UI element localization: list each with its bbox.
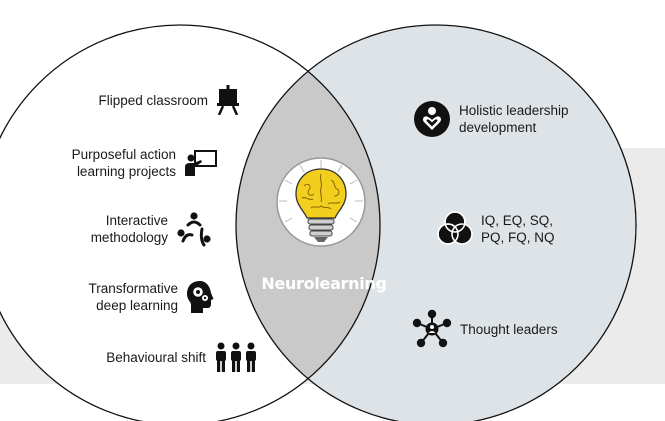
right-item-intelligences: IQ, EQ, SQ, PQ, FQ, NQ: [437, 209, 607, 249]
item-label-line-1: Transformative: [88, 281, 178, 296]
overlap-region: [236, 25, 380, 421]
right-item-thought-leaders: Thought leaders: [412, 309, 612, 349]
item-label-line-1: Interactive: [105, 213, 168, 228]
right-item-holistic-leadership: Holistic leadership development: [413, 98, 613, 140]
item-label-line-2: learning projects: [76, 164, 176, 179]
center-label: Neurolearning: [261, 274, 387, 293]
right-circle-outline: [235, 24, 637, 421]
presenter-board-icon: [184, 149, 218, 177]
left-circle-outline: [0, 24, 381, 421]
item-label-line-2: PQ, FQ, NQ: [481, 230, 555, 245]
easel-icon: [216, 85, 240, 115]
item-label: Thought leaders: [460, 321, 558, 337]
network-people-icon: [412, 309, 452, 349]
left-item-transformative: Transformative deep learning: [20, 278, 214, 316]
item-label: Behavioural shift: [106, 349, 206, 365]
item-label-line-1: Holistic leadership: [459, 103, 569, 118]
group-people-icon: [214, 342, 258, 372]
left-item-flipped-classroom: Flipped classroom: [20, 85, 240, 115]
item-label: Flipped classroom: [98, 92, 208, 108]
item-label-line-2: development: [459, 120, 537, 135]
interaction-people-icon: [176, 211, 212, 247]
overlapping-circles-icon: [437, 211, 473, 247]
item-label-line-1: Purposeful action: [71, 147, 176, 162]
left-item-purposeful-action: Purposeful action learning projects: [20, 145, 218, 181]
item-label-line-2: deep learning: [96, 298, 178, 313]
item-label-line-1: IQ, EQ, SQ,: [481, 213, 554, 228]
item-label-line-2: methodology: [90, 230, 168, 245]
left-item-interactive-methodology: Interactive methodology: [20, 210, 212, 248]
head-gears-icon: [186, 280, 214, 314]
brain-bulb-icon: [276, 156, 366, 253]
heart-person-icon: [413, 100, 451, 138]
left-item-behavioural-shift: Behavioural shift: [20, 340, 258, 374]
